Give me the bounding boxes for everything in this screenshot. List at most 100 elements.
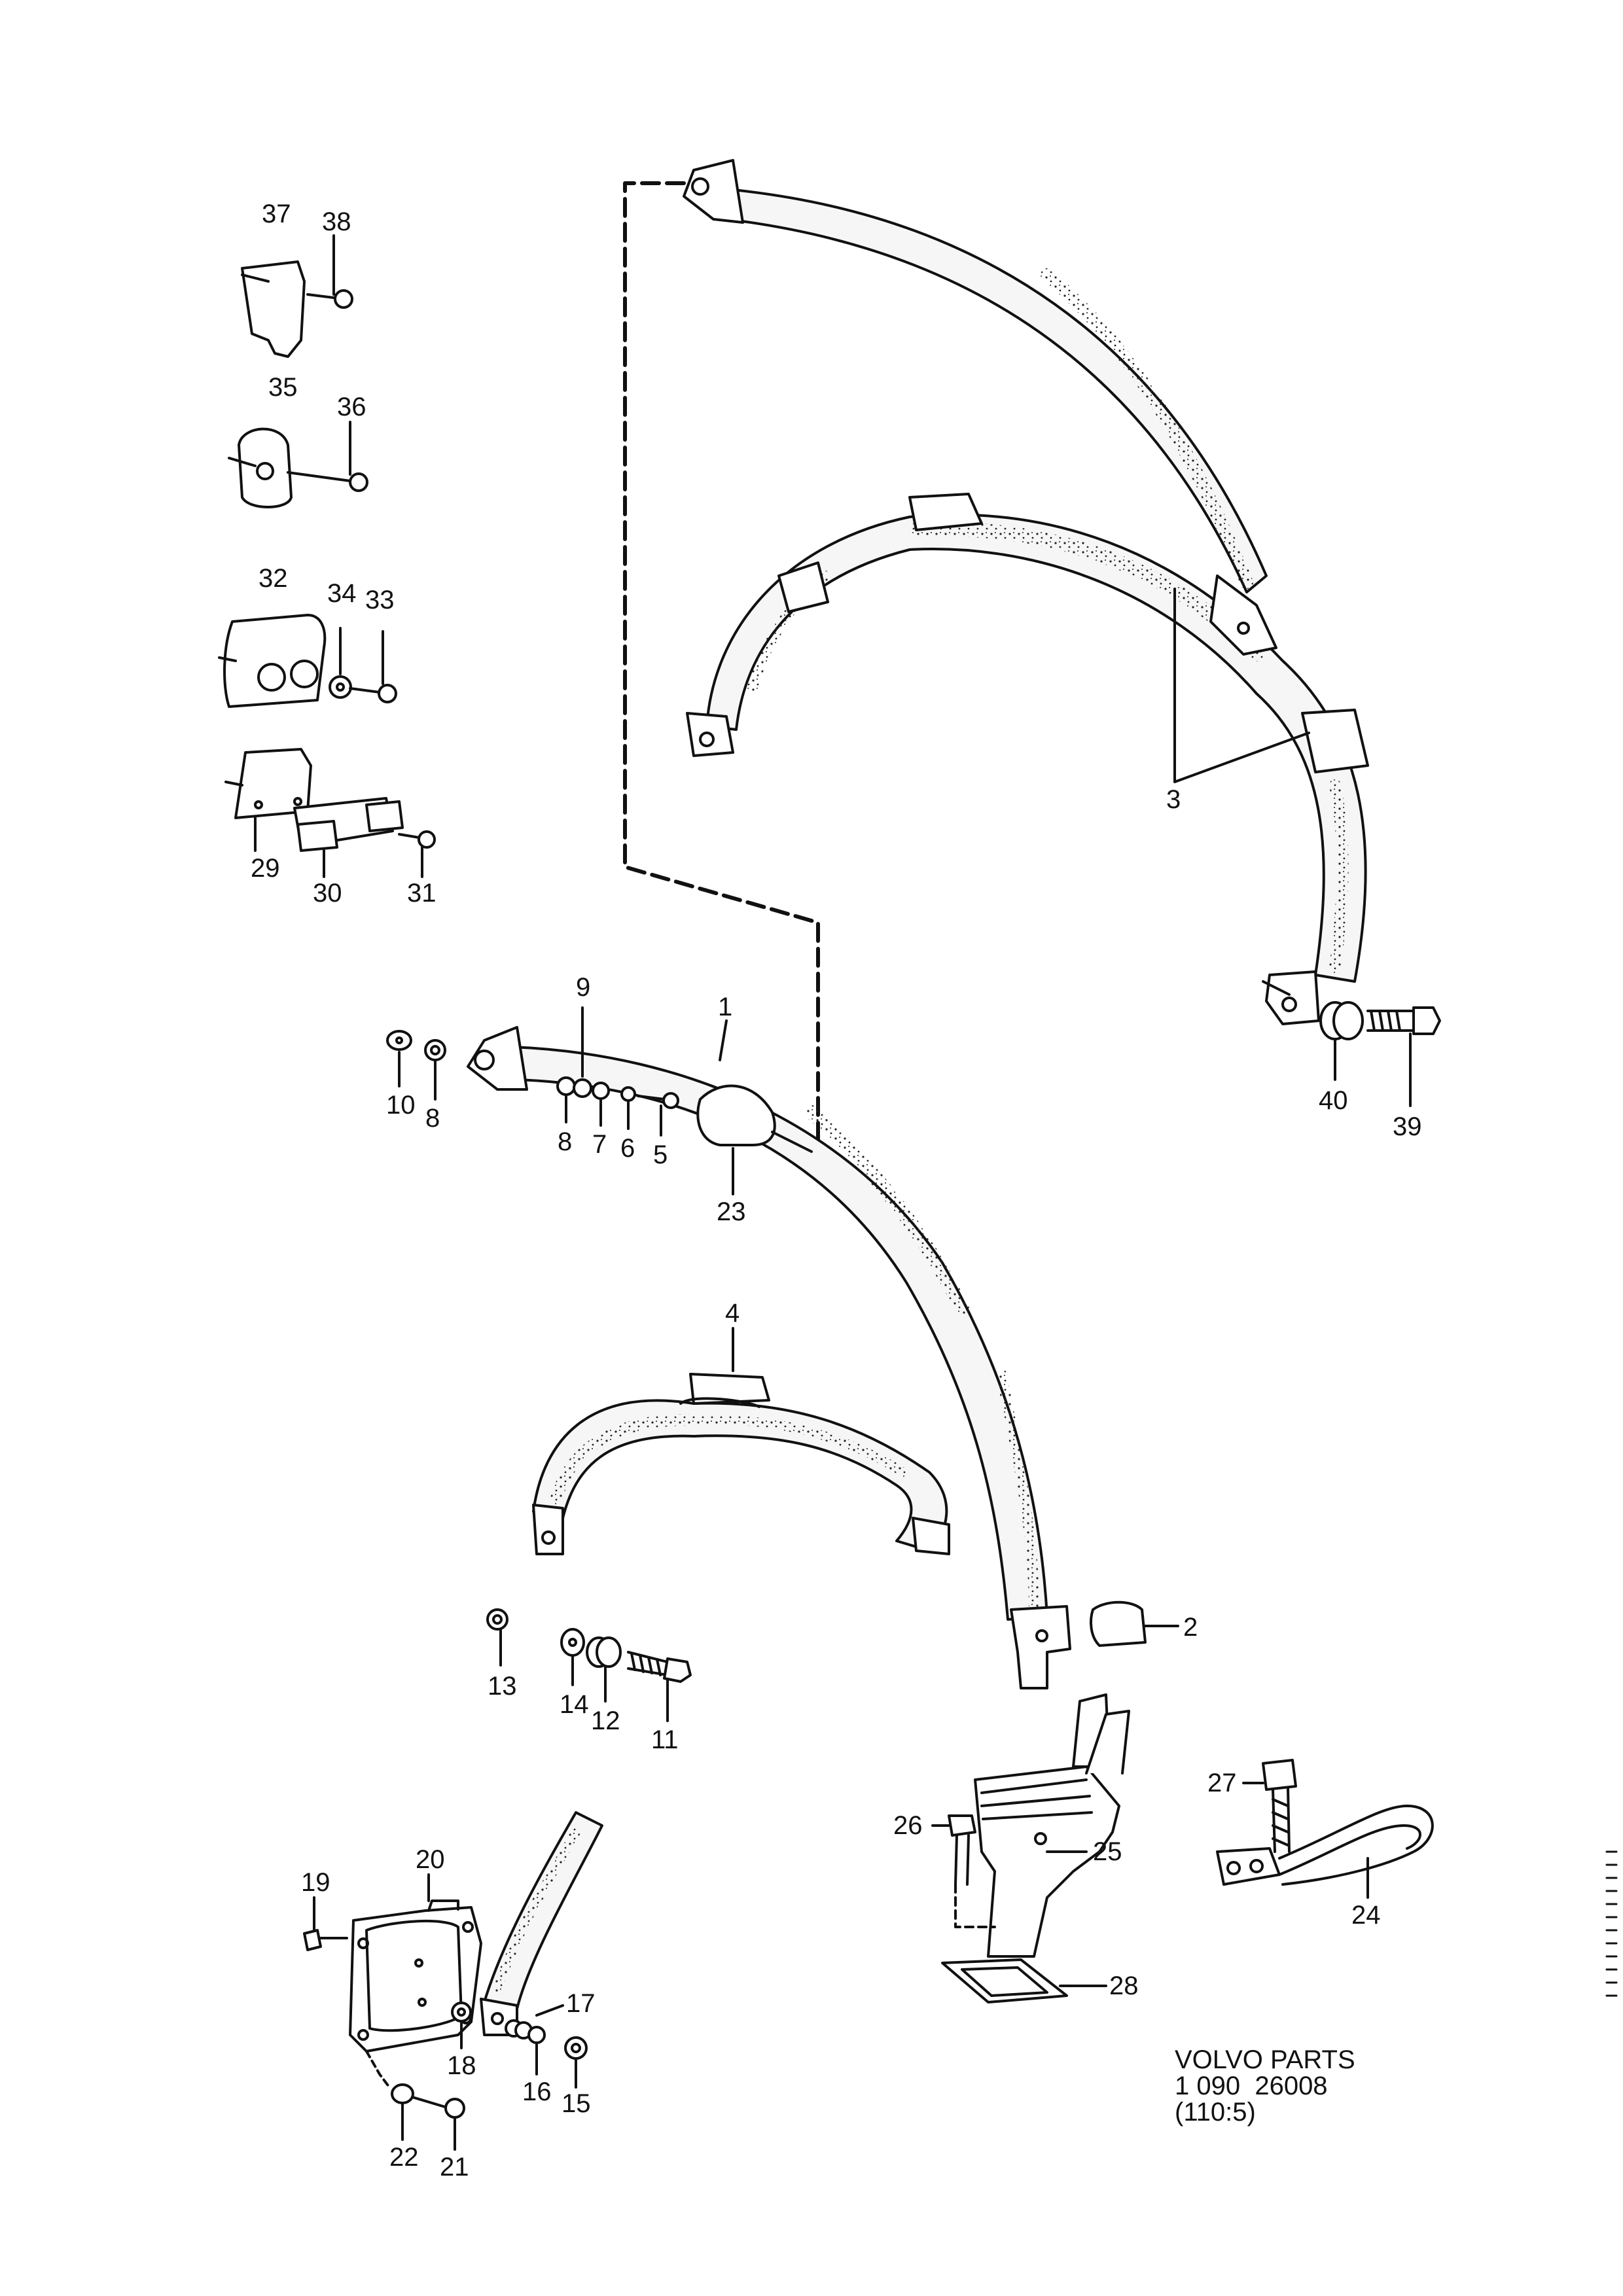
buckle-25 [974,1693,1130,1958]
label-26: 26 [893,1811,923,1840]
label-25: 25 [1093,1837,1122,1866]
label-19: 19 [301,1868,330,1897]
parts-caption: VOLVO PARTS 1 090 26008 (110:5) [1175,2047,1355,2125]
lap-end-clip [912,1517,950,1555]
shoulder-anchor-plate [467,1026,528,1091]
anchor-plate-20 [349,1899,482,2053]
washer-6 [620,1086,636,1102]
screw-5 [637,1092,679,1109]
washer-22 [391,2083,414,2104]
label-12: 12 [591,1706,620,1735]
lower-anchor-plate [1010,1605,1071,1689]
nut-13 [486,1608,508,1631]
cover-23 [696,1084,776,1146]
label-13: 13 [488,1672,517,1701]
leader-1 [719,1019,728,1061]
caption-section: (110:5) [1175,2098,1256,2127]
label-1: 1 [718,993,732,1021]
label-4: 4 [725,1299,740,1328]
label-3: 3 [1166,785,1181,814]
label-2: 2 [1183,1613,1198,1642]
label-18: 18 [447,2051,476,2080]
bolt-26 [948,1814,976,1886]
caption-part-number: 1 090 26008 [1175,2072,1328,2100]
label-10: 10 [386,1091,416,1120]
label-17: 17 [566,1989,596,2018]
label-20: 20 [416,1845,445,1874]
strap-slider [908,493,983,531]
label-29: 29 [251,854,280,883]
bracket-29 [234,748,312,819]
label-38: 38 [322,207,351,236]
washer-18 [451,2002,472,2022]
nut-15 [564,2036,588,2060]
label-27: 27 [1207,1769,1237,1797]
screw-36 [287,471,368,492]
upper-lap-strap [686,493,1369,1025]
caption-brand: VOLVO PARTS [1175,2045,1355,2074]
screw-33 [349,684,397,703]
washer-16 [527,2026,546,2044]
washer-34 [329,675,352,699]
label-14: 14 [560,1690,589,1719]
label-8a: 8 [425,1104,440,1133]
cover-37 [241,260,306,358]
dashed-connection-line [623,181,820,1154]
upper-anchor-plate [683,159,744,224]
strap-guide-right [1301,709,1369,773]
buckle-4 [689,1373,770,1405]
clip-30 [293,797,404,852]
nut-8-left [424,1039,446,1061]
label-24: 24 [1351,1901,1381,1930]
label-9: 9 [576,973,590,1002]
screw-19 [303,1929,348,1951]
base-plate-28 [941,1958,1068,2004]
bolt-11 [627,1651,692,1683]
label-28: 28 [1109,1971,1139,2000]
spacer-12 [586,1636,622,1668]
label-15: 15 [562,2089,591,2118]
lower-lap-strap [532,1373,1071,1689]
label-31: 31 [407,879,437,908]
label-5: 5 [653,1140,668,1169]
upper-shoulder-strap [683,159,1268,593]
washer-14 [560,1628,585,1657]
bolt-39 [1366,1006,1441,1035]
washer-10 [386,1030,412,1051]
label-37: 37 [262,200,291,228]
label-6: 6 [620,1134,635,1163]
label-7: 7 [592,1130,607,1159]
cover-32 [223,614,327,708]
strap-clip-left [777,561,829,613]
strap-tongue-right [1209,574,1277,656]
screw-31 [398,830,436,849]
lap-anchor-left [532,1504,564,1555]
bolt-27 [1262,1759,1297,1853]
cover-2 [1090,1600,1147,1647]
label-39: 39 [1393,1112,1422,1141]
label-30: 30 [313,879,342,908]
washer-9-8 [556,1076,592,1098]
label-34: 34 [327,579,357,608]
label-21: 21 [440,2153,469,2181]
register-marks [1605,1850,1618,1997]
label-36: 36 [337,393,366,421]
washer-7 [592,1082,610,1100]
label-33: 33 [365,586,395,614]
label-32: 32 [259,564,288,593]
spacer-40 [1319,1001,1364,1040]
label-11: 11 [651,1725,679,1754]
label-40: 40 [1319,1086,1348,1115]
leader-3 [1173,588,1310,783]
label-22: 22 [389,2143,419,2172]
label-35: 35 [268,373,298,402]
label-23: 23 [717,1197,746,1226]
screw-21 [411,2096,465,2119]
cover-35 [238,427,293,508]
label-8b: 8 [558,1127,572,1156]
label-16: 16 [522,2077,552,2106]
strap-24 [1216,1805,1434,1886]
leader-17 [535,2004,564,2017]
washer-17 [505,2019,533,2040]
